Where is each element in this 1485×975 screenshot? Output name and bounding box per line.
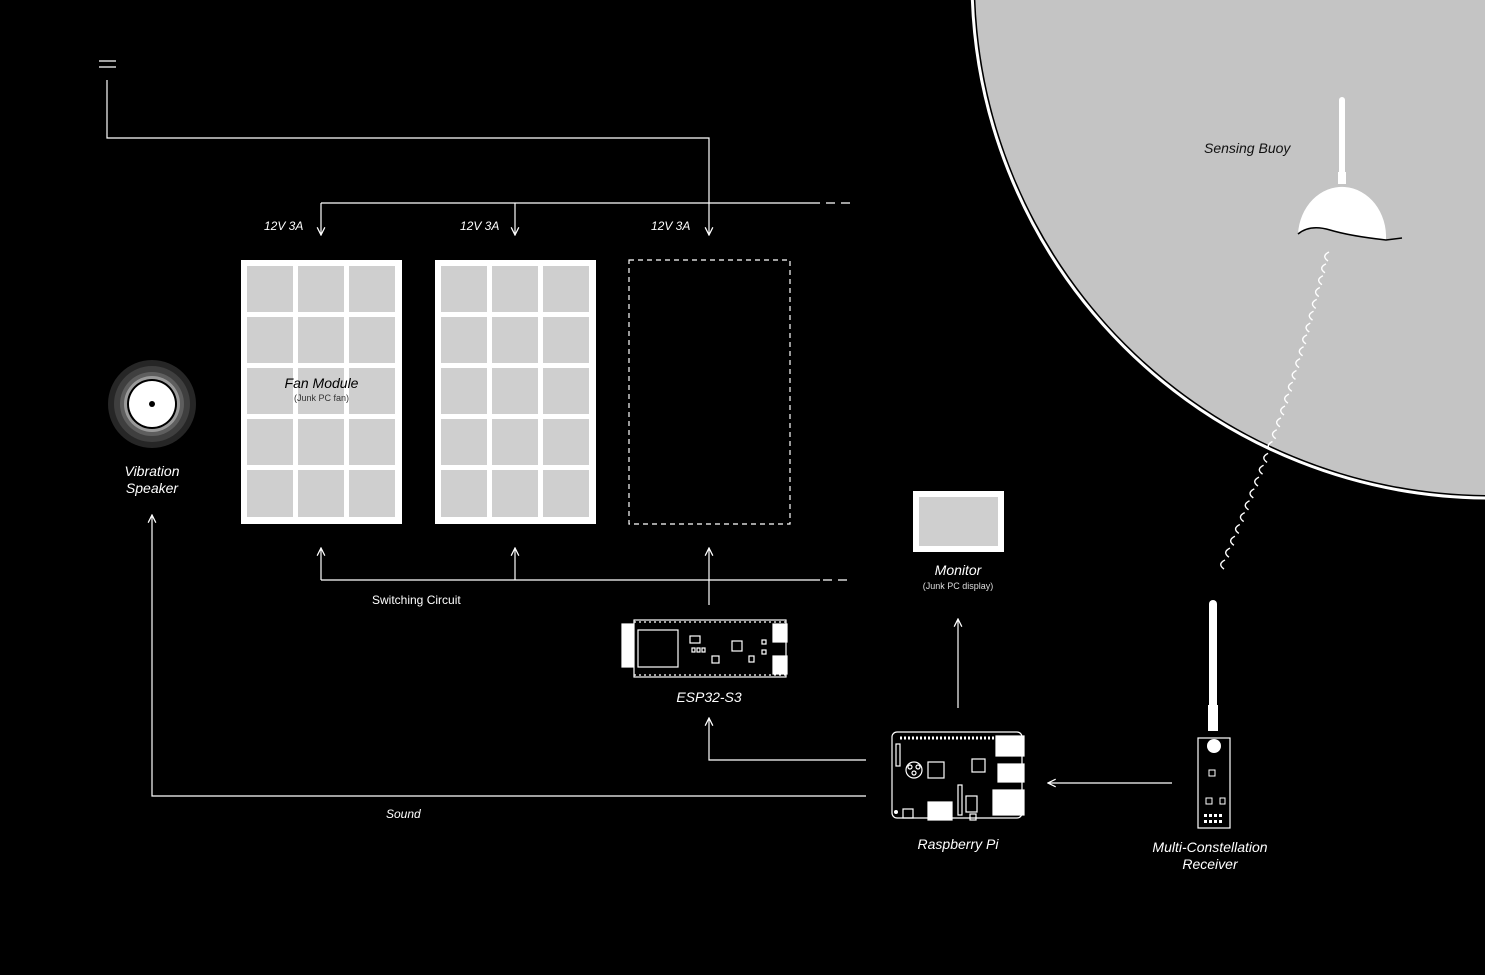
signal-wave-arc — [1263, 452, 1269, 463]
power-label-3: 12V 3A — [651, 219, 691, 233]
signal-wave-arc — [1271, 429, 1278, 440]
signal-wave-arc — [1234, 523, 1241, 535]
power-label-2: 12V 3A — [460, 219, 500, 233]
signal-wave-arc — [1287, 381, 1294, 392]
power-line — [106, 80, 853, 235]
signal-wave-arc — [1295, 357, 1301, 369]
sound-line — [152, 515, 866, 797]
raspberry-pi-label: Raspberry Pi — [917, 836, 999, 852]
receiver-antenna-icon — [1197, 600, 1231, 829]
signal-wave-arc — [1244, 500, 1250, 511]
signal-wave-arc — [1311, 298, 1318, 309]
sensing-buoy-icon — [1297, 97, 1403, 241]
signal-wave-arc — [1275, 417, 1282, 428]
signal-wave-arc — [1283, 393, 1290, 404]
signal-wave-arc — [1229, 535, 1236, 546]
receiver-line2: Receiver — [1182, 856, 1238, 872]
signal-wave-arc — [1239, 511, 1246, 523]
monitor-label: Monitor (Junk PC display) — [898, 562, 1018, 591]
signal-wave-arc — [1302, 334, 1308, 345]
esp32-board-icon — [621, 619, 788, 678]
signal-wave-arc — [1317, 275, 1324, 286]
signal-wave-arc — [1305, 322, 1311, 333]
signal-wave-arc — [1314, 286, 1321, 298]
fan-module-icon — [435, 260, 596, 524]
pi-to-esp32-line — [709, 718, 866, 761]
signal-wave-arc — [1324, 251, 1330, 262]
signal-wave-arc — [1220, 559, 1226, 570]
monitor-title: Monitor — [934, 562, 982, 578]
power-label-1: 12V 3A — [264, 219, 304, 233]
sound-label: Sound — [386, 807, 421, 821]
signal-wave — [1220, 251, 1330, 570]
signal-wave-arc — [1254, 476, 1260, 487]
signal-wave-arc — [1225, 547, 1231, 558]
monitor-sub: (Junk PC display) — [922, 581, 994, 591]
fan-module-icon — [241, 260, 402, 524]
signal-wave-arc — [1280, 405, 1286, 416]
pond-area — [971, 0, 1485, 500]
signal-wave-arc — [1298, 346, 1304, 357]
vibration-speaker-line2: Speaker — [125, 480, 179, 496]
receiver-label: Multi-Constellation Receiver — [1130, 839, 1290, 873]
fan-module-title: Fan Module — [284, 375, 359, 391]
esp32-label: ESP32-S3 — [676, 689, 742, 705]
signal-wave-arc — [1308, 310, 1314, 321]
fan-module-placeholder — [628, 259, 791, 525]
signal-wave-arc — [1249, 488, 1255, 499]
menu-icon[interactable] — [99, 60, 116, 68]
vibration-speaker-label: Vibration Speaker — [92, 463, 212, 497]
sensing-buoy-label: Sensing Buoy — [1204, 140, 1291, 156]
vibration-speaker-icon — [108, 360, 196, 448]
raspberry-pi-icon — [891, 731, 1025, 821]
fan-module-label: Fan Module (Junk PC fan) — [241, 375, 402, 403]
signal-wave-arc — [1321, 263, 1327, 274]
signal-wave-arc — [1258, 464, 1264, 475]
switching-circuit-label: Switching Circuit — [372, 593, 461, 607]
receiver-line1: Multi-Constellation — [1152, 839, 1268, 855]
signal-wave-arc — [1291, 369, 1297, 381]
switching-circuit-line — [321, 548, 850, 605]
fan-module-sub: (Junk PC fan) — [293, 393, 350, 403]
vibration-speaker-line1: Vibration — [124, 463, 180, 479]
monitor-icon — [913, 491, 1004, 552]
signal-wave-arc — [1267, 440, 1273, 452]
